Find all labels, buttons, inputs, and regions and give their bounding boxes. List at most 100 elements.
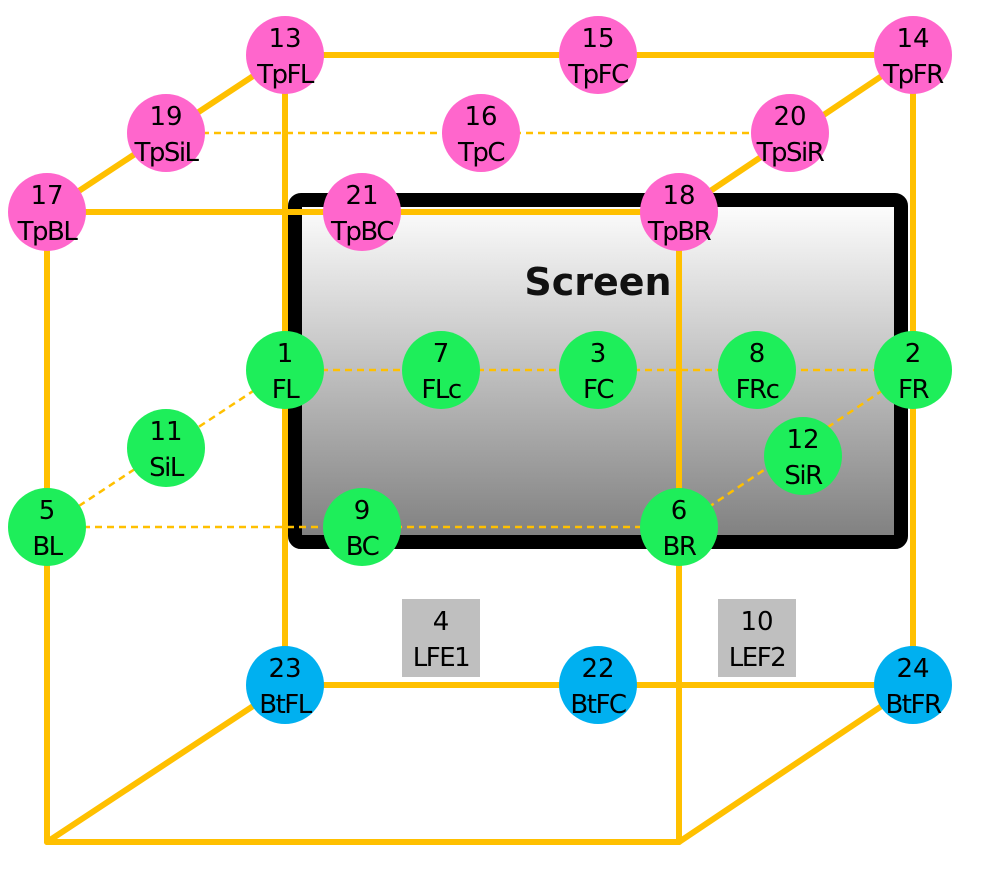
speaker-circle bbox=[402, 331, 480, 409]
speaker-circle bbox=[8, 173, 86, 251]
speaker-circle bbox=[323, 488, 401, 566]
speaker-circle bbox=[751, 94, 829, 172]
speaker-circle bbox=[640, 488, 718, 566]
speaker-label: BR bbox=[663, 532, 697, 562]
speaker-label: TpFC bbox=[567, 60, 628, 90]
speaker-number: 1 bbox=[277, 339, 294, 369]
speaker-number: 12 bbox=[786, 425, 819, 455]
speaker-number: 23 bbox=[268, 654, 301, 684]
speaker-number: 3 bbox=[590, 339, 607, 369]
speaker-number: 21 bbox=[345, 181, 378, 211]
speaker-number: 17 bbox=[30, 181, 63, 211]
speaker-circle bbox=[874, 331, 952, 409]
speaker-number: 19 bbox=[149, 102, 182, 132]
speaker-circle bbox=[246, 16, 324, 94]
speaker-circle bbox=[442, 94, 520, 172]
speaker-label: TpFR bbox=[882, 60, 944, 90]
speaker-number: 9 bbox=[354, 496, 371, 526]
speaker-1: 1FL bbox=[246, 331, 324, 409]
speaker-label: FL bbox=[272, 375, 300, 405]
speaker-label: BtFR bbox=[885, 690, 941, 720]
speaker-circle bbox=[127, 409, 205, 487]
lfe-box bbox=[402, 599, 480, 677]
speaker-circle bbox=[559, 331, 637, 409]
speaker-layer: 1FL2FR3FC4LFE15BL6BR7FLc8FRc9BC10LEF211S… bbox=[8, 16, 952, 724]
speaker-label: TpBL bbox=[17, 217, 79, 247]
frame-edge-bottom-left bbox=[44, 682, 288, 845]
speaker-label: BtFL bbox=[259, 690, 312, 720]
speaker-label: BC bbox=[346, 532, 379, 562]
speaker-number: 22 bbox=[581, 654, 614, 684]
speaker-label: TpBR bbox=[647, 217, 712, 247]
speaker-circle bbox=[323, 173, 401, 251]
speaker-number: 24 bbox=[896, 654, 929, 684]
speaker-label: TpBC bbox=[330, 217, 393, 247]
frame-edge-bottom-right bbox=[676, 682, 916, 845]
speaker-number: 10 bbox=[740, 607, 773, 637]
speaker-number: 7 bbox=[433, 339, 450, 369]
speaker-number: 11 bbox=[149, 417, 182, 447]
speaker-label: TpC bbox=[457, 138, 504, 168]
speaker-number: 6 bbox=[671, 496, 688, 526]
speaker-number: 8 bbox=[749, 339, 766, 369]
speaker-number: 20 bbox=[773, 102, 806, 132]
speaker-label: SiR bbox=[784, 461, 823, 491]
speaker-number: 16 bbox=[464, 102, 497, 132]
speaker-circle bbox=[874, 646, 952, 724]
guide-mid-right bbox=[678, 368, 914, 529]
speaker-number: 14 bbox=[896, 24, 929, 54]
speaker-label: FLc bbox=[421, 375, 460, 405]
speaker-circle bbox=[8, 488, 86, 566]
speaker-label: FRc bbox=[736, 375, 779, 405]
speaker-label: TpSiL bbox=[133, 138, 199, 168]
speaker-label: FR bbox=[898, 375, 929, 405]
speaker-6: 6BR bbox=[640, 488, 718, 566]
speaker-label: LEF2 bbox=[729, 643, 785, 673]
speaker-label: BL bbox=[32, 532, 63, 562]
speaker-circle bbox=[640, 173, 718, 251]
speaker-number: 13 bbox=[268, 24, 301, 54]
speaker-label: TpFL bbox=[256, 60, 315, 90]
screen-title: Screen bbox=[524, 260, 671, 304]
speaker-number: 2 bbox=[905, 339, 922, 369]
speaker-circle bbox=[127, 94, 205, 172]
speaker-5: 5BL bbox=[8, 488, 86, 566]
speaker-circle bbox=[559, 646, 637, 724]
speaker-circle bbox=[246, 331, 324, 409]
speaker-label: FC bbox=[583, 375, 613, 405]
speaker-label: TpSiR bbox=[756, 138, 825, 168]
speaker-circle bbox=[559, 16, 637, 94]
speaker-3: 3FC bbox=[559, 331, 637, 409]
speaker-number: 4 bbox=[433, 607, 450, 637]
speaker-circle bbox=[764, 417, 842, 495]
speaker-circle bbox=[874, 16, 952, 94]
speaker-number: 15 bbox=[581, 24, 614, 54]
speaker-circle bbox=[718, 331, 796, 409]
speaker-2: 2FR bbox=[874, 331, 952, 409]
speaker-circle bbox=[246, 646, 324, 724]
lfe-box bbox=[718, 599, 796, 677]
speaker-9: 9BC bbox=[323, 488, 401, 566]
speaker-label: BtFC bbox=[570, 690, 625, 720]
speaker-label: LFE1 bbox=[413, 643, 469, 673]
